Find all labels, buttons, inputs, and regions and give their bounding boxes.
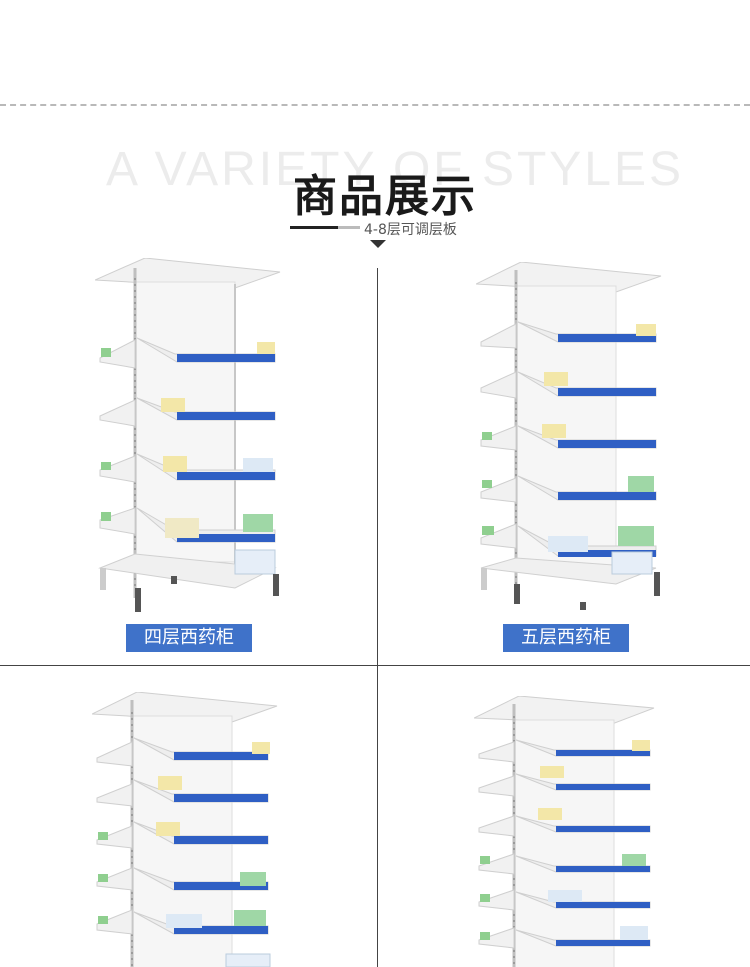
four-tier-cabinet-image bbox=[95, 258, 281, 612]
subtitle-bar-light bbox=[338, 226, 360, 229]
background-title: A VARIETY OF STYLES bbox=[105, 143, 685, 196]
dashed-divider bbox=[0, 104, 750, 106]
grid-divider-vertical bbox=[377, 268, 378, 665]
grid-divider-vertical-lower bbox=[377, 666, 378, 967]
six-tier-cabinet-image bbox=[92, 692, 278, 967]
down-triangle-icon bbox=[370, 240, 386, 248]
five-tier-cabinet-image bbox=[476, 262, 662, 610]
product-label-five-tier: 五层西药柜 bbox=[503, 624, 629, 652]
eight-tier-cabinet-image bbox=[474, 696, 655, 967]
section-title: 商品展示 bbox=[293, 171, 477, 222]
grid-divider-horizontal bbox=[0, 665, 750, 666]
subtitle-bar bbox=[290, 226, 338, 229]
section-subtitle: 4-8层可调层板 bbox=[364, 222, 457, 238]
product-label-four-tier: 四层西药柜 bbox=[126, 624, 252, 652]
